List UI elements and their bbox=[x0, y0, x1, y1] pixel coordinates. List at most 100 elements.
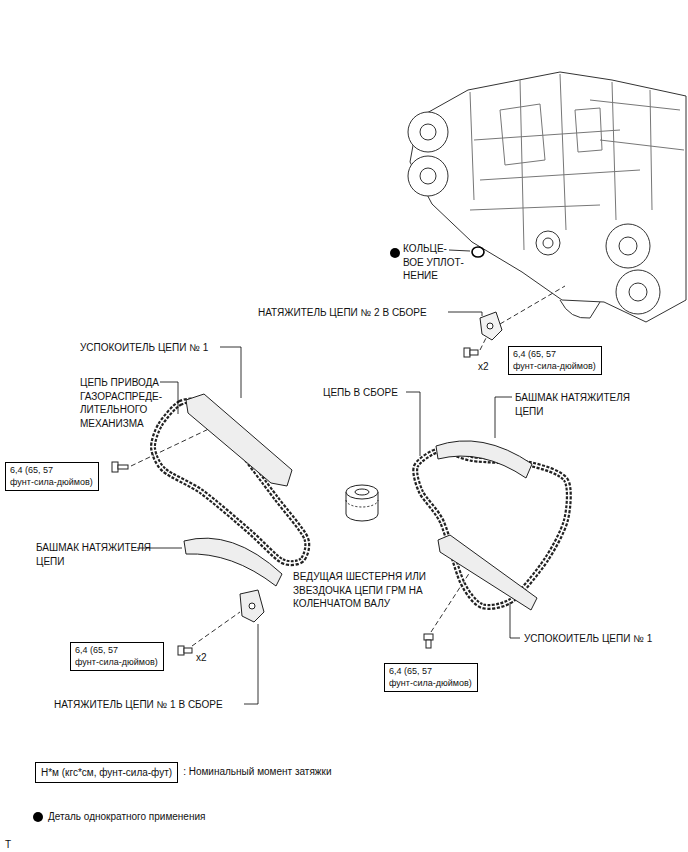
word: 2 bbox=[374, 307, 380, 318]
leader-line bbox=[449, 250, 470, 251]
word: КОЛЕНЧАТОМ bbox=[293, 598, 361, 609]
word: 6,4 bbox=[10, 465, 23, 475]
leader-line bbox=[495, 397, 512, 438]
word: ВАЛУ bbox=[364, 598, 390, 609]
dashed-leader bbox=[500, 286, 565, 324]
torque-spec-box: 6,4 (65, 57 фунт-сила-дюймов) bbox=[508, 346, 602, 375]
word: 1 bbox=[203, 342, 209, 353]
word: МЕХАНИЗМА bbox=[80, 418, 144, 429]
tensioner-no2 bbox=[480, 312, 502, 340]
part-label: ЦЕПЬ В СБОРЕ bbox=[323, 386, 398, 400]
camshaft-gear bbox=[408, 156, 448, 196]
engine-outline bbox=[410, 72, 686, 322]
engine-block bbox=[408, 72, 686, 322]
word: ЦЕПИ bbox=[354, 585, 382, 596]
word: УСПОКОИТЕЛЬ bbox=[80, 342, 155, 353]
camshaft-gear-hub bbox=[420, 168, 436, 184]
word: НАТЯЖИТЕЛЯ bbox=[561, 392, 630, 403]
crank-sprocket bbox=[346, 485, 378, 521]
word: ЦЕПИ bbox=[515, 406, 543, 417]
word: ШЕСТЕРНЯ bbox=[346, 571, 403, 582]
word: ГАЗОРАСПРЕДЕ- bbox=[80, 391, 162, 402]
word: (65, bbox=[90, 645, 106, 655]
word: фунт-сила-дюймов) bbox=[513, 361, 596, 371]
part-label: УСПОКОИТЕЛЬ ЦЕПИ № 1 bbox=[80, 341, 208, 355]
word: применения bbox=[149, 811, 206, 822]
legend-text: : Номинальный момент затяжки bbox=[183, 765, 331, 779]
chain-guide-left bbox=[186, 394, 292, 486]
word: 57 bbox=[546, 349, 556, 359]
word: ЦЕПИ bbox=[36, 556, 64, 567]
word: В bbox=[382, 307, 389, 318]
word: ВЕДУЩАЯ bbox=[293, 571, 343, 582]
legend-sample-box: Н*м (кгс*см, фунт-сила-фут) bbox=[35, 762, 178, 783]
word: T bbox=[5, 839, 11, 850]
single-use-dot bbox=[390, 248, 400, 258]
tensioner-no2 bbox=[487, 323, 493, 329]
camshaft-gear bbox=[616, 270, 660, 314]
tensioner-shoe-left bbox=[184, 538, 282, 586]
word: ЦЕПИ bbox=[158, 342, 186, 353]
leader-line bbox=[137, 250, 520, 704]
torque-value: Н*м (кгс*см, фунт-сила-фут) bbox=[41, 766, 172, 779]
crankshaft-nose bbox=[536, 231, 560, 255]
bolt bbox=[184, 648, 192, 653]
crank-sprocket bbox=[346, 500, 378, 507]
word: ЦЕПЬ bbox=[323, 387, 351, 398]
word: ЦЕПИ bbox=[125, 699, 153, 710]
word: УПЛОТ- bbox=[427, 257, 464, 268]
part-label: ВЕДУЩАЯ ШЕСТЕРНЯ ИЛИ ЗВЕЗДОЧКА ЦЕПИ ГРМ … bbox=[293, 570, 441, 611]
word: СБОРЕ bbox=[363, 387, 398, 398]
torque-value: 6,4 (65, 57 фунт-сила-дюймов) bbox=[10, 465, 94, 488]
word: НА bbox=[409, 585, 423, 596]
torque-value: 6,4 (65, 57 фунт-сила-дюймов) bbox=[513, 349, 597, 372]
legend-dot bbox=[33, 812, 43, 822]
legend-text: Деталь однократного применения bbox=[48, 810, 205, 824]
word: 6,4 bbox=[75, 645, 88, 655]
word: 1 bbox=[170, 699, 176, 710]
dashed-leader bbox=[192, 612, 240, 646]
word: УСПОКОИТЕЛЬ bbox=[524, 633, 599, 644]
word: ГРМ bbox=[386, 585, 406, 596]
bolt bbox=[112, 462, 128, 472]
crank-sprocket bbox=[346, 485, 378, 499]
word: ЦЕПЬ bbox=[80, 377, 108, 388]
word: (65, bbox=[528, 349, 544, 359]
leader-line bbox=[160, 382, 178, 414]
word: Деталь bbox=[48, 811, 81, 822]
chain-guide-left bbox=[186, 394, 292, 486]
bolt bbox=[464, 348, 470, 357]
torque-value: 6,4 (65, 57 фунт-сила-дюймов) bbox=[75, 645, 159, 668]
torque-spec-box: 6,4 (65, 57 фунт-сила-дюймов) bbox=[384, 663, 478, 692]
part-label: ЦЕПЬ ПРИВОДА ГАЗОРАСПРЕДЕ- ЛИТЕЛЬНОГО МЕ… bbox=[80, 376, 176, 430]
crankshaft-nose bbox=[543, 238, 553, 248]
crank-sprocket bbox=[355, 489, 369, 495]
word: В bbox=[354, 387, 361, 398]
figure-mark: T bbox=[5, 838, 11, 852]
word: НАТЯЖИТЕЛЬ bbox=[54, 699, 123, 710]
word: 6,4 bbox=[513, 349, 526, 359]
word: Н*м bbox=[41, 767, 59, 778]
word: № bbox=[189, 342, 200, 353]
word: СБОРЕ bbox=[188, 699, 223, 710]
quantity-label: x2 bbox=[196, 651, 207, 665]
word: фунт-сила-фут) bbox=[99, 767, 172, 778]
camshaft-gear-hub bbox=[629, 283, 647, 301]
word: № bbox=[361, 307, 372, 318]
dashed-leader bbox=[131, 286, 565, 646]
word: ЗВЕЗДОЧКА bbox=[293, 585, 352, 596]
engine-detail bbox=[470, 74, 684, 250]
bolt bbox=[426, 640, 431, 648]
word: (кгс*см, bbox=[62, 767, 97, 778]
part-label: БАШМАК НАТЯЖИТЕЛЯ ЦЕПИ bbox=[515, 391, 647, 418]
bolt bbox=[118, 465, 128, 469]
dashed-leader bbox=[480, 338, 486, 350]
torque-value: 6,4 (65, 57 фунт-сила-дюймов) bbox=[389, 666, 473, 689]
tensioner-no1 bbox=[240, 590, 264, 622]
word: : bbox=[183, 766, 186, 777]
word: № bbox=[157, 699, 168, 710]
leader-line bbox=[510, 602, 520, 638]
word: НАТЯЖИТЕЛЬ bbox=[258, 307, 327, 318]
camshaft-gear-hub bbox=[420, 124, 436, 140]
